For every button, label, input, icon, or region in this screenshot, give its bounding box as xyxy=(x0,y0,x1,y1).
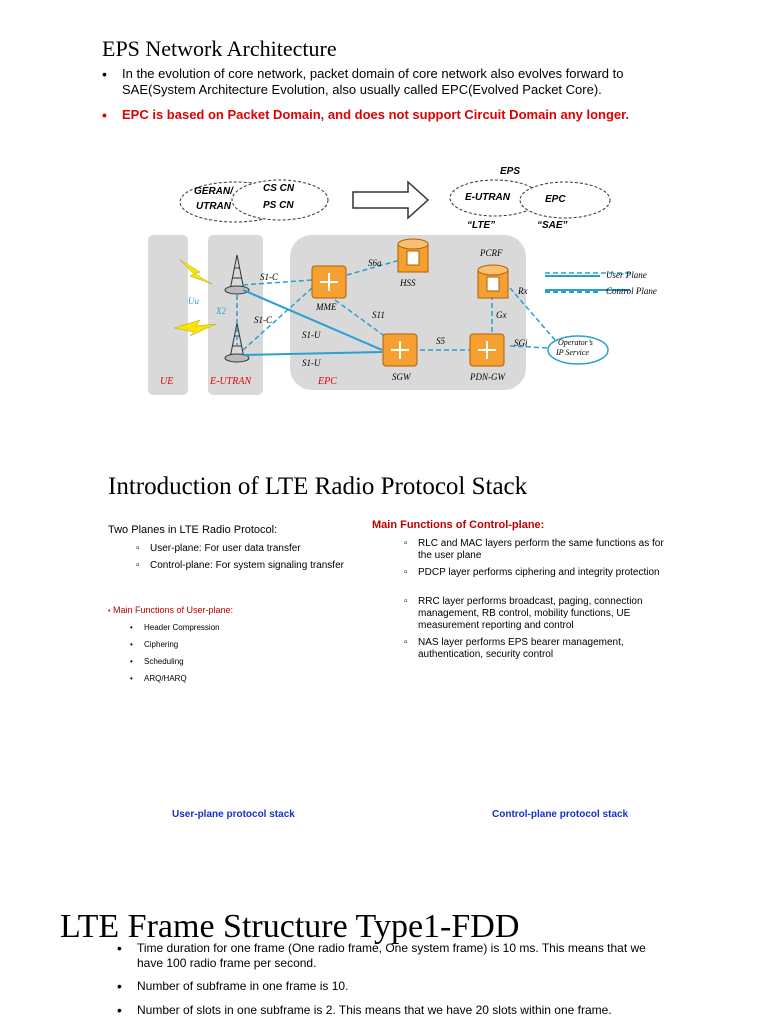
label-geran: GERAN/ xyxy=(194,186,233,197)
legacy-network-cloud xyxy=(179,179,329,223)
enodeb-icon xyxy=(224,254,250,363)
label-mme: MME xyxy=(316,302,337,312)
label-hss: HSS xyxy=(400,278,416,288)
label-operator-2: IP Service xyxy=(556,348,589,357)
slide1-bullet-2: EPC is based on Packet Domain, and does … xyxy=(102,107,662,123)
slide1-title: EPS Network Architecture xyxy=(102,36,337,61)
user-item-0: Header Compression xyxy=(130,623,220,632)
plane-item-control: Control-plane: For system signaling tran… xyxy=(136,560,344,571)
label-s11: S11 xyxy=(372,310,385,320)
label-s1c-top: S1-C xyxy=(260,272,278,282)
label-operator-1: Operator’s xyxy=(558,338,593,347)
slide3-bullet-2: Number of subframe in one frame is 10. xyxy=(117,979,657,994)
label-sgw: SGW xyxy=(392,372,411,382)
sgw-router-icon xyxy=(382,333,418,367)
user-plane-heading-text: Main Functions of User-plane: xyxy=(112,605,234,615)
user-plane-heading: • Main Functions of User-plane: xyxy=(108,605,233,615)
control-item-1: PDCP layer performs ciphering and integr… xyxy=(404,567,678,579)
bullet-icon: • xyxy=(108,608,111,615)
label-gx: Gx xyxy=(496,310,507,320)
label-cscn: CS CN xyxy=(263,183,295,194)
label-lte: “LTE” xyxy=(467,220,496,231)
label-utran: UTRAN xyxy=(196,201,231,212)
slide2-title: Introduction of LTE Radio Protocol Stack xyxy=(108,473,528,500)
label-x2: X2 xyxy=(216,306,226,316)
control-plane-stack-caption: Control-plane protocol stack xyxy=(492,809,629,820)
label-epc-zone: EPC xyxy=(318,376,337,387)
user-item-2: Scheduling xyxy=(130,657,183,666)
user-item-1: Ciphering xyxy=(130,640,178,649)
label-s6a: S6a xyxy=(368,258,382,268)
label-eps: EPS xyxy=(500,166,521,177)
label-eutran-zone: E-UTRAN xyxy=(210,376,252,387)
slide3-bullet-1: Time duration for one frame (One radio f… xyxy=(117,941,657,971)
mme-router-icon xyxy=(311,265,347,299)
label-s1u-bottom: S1-U xyxy=(302,358,321,368)
label-uu: Uu xyxy=(188,296,199,306)
legend-control-plane: Control Plane xyxy=(606,286,657,296)
label-pscn: PS CN xyxy=(263,200,294,211)
control-item-2: RRC layer performs broadcast, paging, co… xyxy=(404,596,678,632)
label-epc: EPC xyxy=(545,194,566,205)
two-planes-heading: Two Planes in LTE Radio Protocol: xyxy=(108,524,278,536)
operator-ip-cloud-icon xyxy=(547,335,609,365)
slide3-bullet-3: Number of slots in one subframe is 2. Th… xyxy=(117,1003,717,1018)
label-s5: S5 xyxy=(436,336,445,346)
user-plane-stack-caption: User-plane protocol stack xyxy=(172,809,295,820)
pdngw-router-icon xyxy=(469,333,505,367)
eps-cloud xyxy=(449,179,611,219)
slide1-bullet-1: In the evolution of core network, packet… xyxy=(102,66,662,98)
hss-database-icon xyxy=(397,238,429,273)
slide3-title: LTE Frame Structure Type1-FDD xyxy=(60,908,520,945)
label-ue-zone: UE xyxy=(160,376,174,387)
label-s1u-top: S1-U xyxy=(302,330,321,340)
control-item-3: NAS layer performs EPS bearer management… xyxy=(404,637,678,661)
label-sae: “SAE” xyxy=(537,220,568,231)
user-item-3: ARQ/HARQ xyxy=(130,674,187,683)
control-plane-heading: Main Functions of Control-plane: xyxy=(372,519,545,531)
label-pdngw: PDN-GW xyxy=(470,372,505,382)
evolution-arrow-icon xyxy=(352,180,430,220)
control-item-0: RLC and MAC layers perform the same func… xyxy=(404,538,678,562)
label-s1c-bottom: S1-C xyxy=(254,315,272,325)
radio-link-icon xyxy=(173,259,217,337)
eps-architecture-diagram xyxy=(148,179,630,395)
label-pcrf: PCRF xyxy=(480,248,503,258)
label-sgi: SGi xyxy=(514,338,528,348)
pcrf-database-icon xyxy=(477,264,509,299)
diagram-labels: GERAN/ UTRAN CS CN PS CN EPS E-UTRAN EPC… xyxy=(140,160,680,400)
ue-zone xyxy=(148,235,188,395)
label-eutran: E-UTRAN xyxy=(465,192,510,203)
label-rx: Rx xyxy=(518,286,528,296)
legend-user-plane: User Plane xyxy=(606,270,647,280)
plane-item-user: User-plane: For user data transfer xyxy=(136,543,301,554)
